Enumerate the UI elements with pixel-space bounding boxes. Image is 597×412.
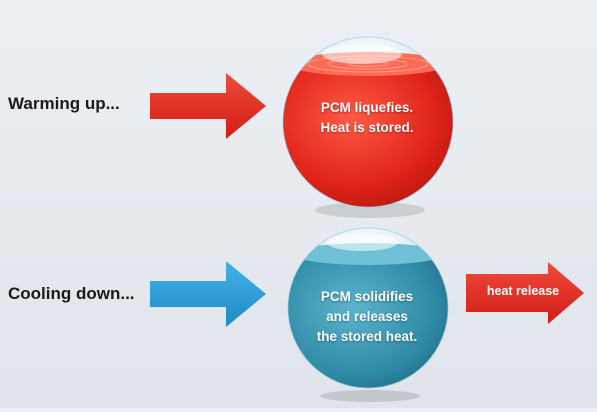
cooling-arrow-icon [150,261,266,327]
cooling-down-label: Cooling down... [8,284,135,303]
cool-sphere-line-2: and releases [326,309,408,324]
red-sphere-liquid [282,36,454,218]
cool-sphere-text: PCM solidifies and releases the stored h… [292,287,442,347]
warm-sphere-line-2: Heat is stored. [320,120,414,135]
warming-arrow-icon [150,73,266,139]
heat-release-arrow-icon [466,262,584,324]
blue-sphere-solid [287,227,449,402]
warm-sphere-line-1: PCM liquefies. [320,100,414,115]
warming-up-label: Warming up... [8,94,120,113]
cool-sphere-line-3: the stored heat. [316,329,418,344]
heat-release-label: heat release [486,284,560,298]
warm-sphere-text: PCM liquefies. Heat is stored. [292,98,442,138]
cool-sphere-line-1: PCM solidifies [320,289,414,304]
